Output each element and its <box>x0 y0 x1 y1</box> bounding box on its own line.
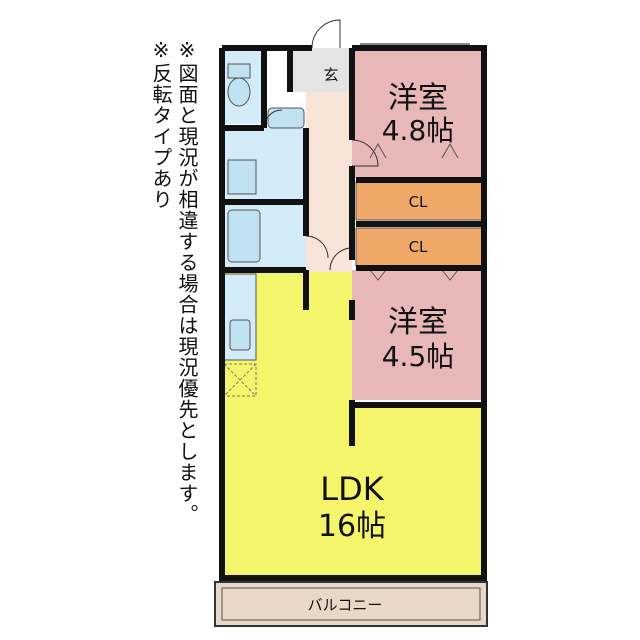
bedroom1-door-swing <box>351 139 379 167</box>
bedroom1-room <box>352 48 484 178</box>
kitchen-sink-icon <box>229 319 251 351</box>
entrance-label: 玄 <box>323 66 338 84</box>
reversed-type-note: ※反転タイプあり <box>149 38 173 210</box>
closet1-door-marks <box>369 142 459 159</box>
closet2-label: CL <box>409 238 428 256</box>
bath-door-swing <box>305 235 329 259</box>
ldk-door-swing <box>329 247 353 271</box>
fridge-diagonal-2 <box>223 363 257 397</box>
toilet-tank-icon <box>227 63 251 79</box>
washing-machine-icon <box>267 107 305 129</box>
toilet-bowl-icon <box>227 77 251 107</box>
bedroom2-type-label: 洋室 <box>388 305 448 340</box>
washbasin-icon <box>227 159 257 195</box>
closet1 <box>355 181 485 221</box>
balcony-label: バルコニー <box>308 596 383 614</box>
window-marks <box>232 43 470 579</box>
bedroom2-size-label: 4.5帖 <box>382 340 455 373</box>
bedroom1-type-label: 洋室 <box>388 81 448 116</box>
balcony-inner-line <box>221 587 481 621</box>
closet2 <box>355 227 485 267</box>
bedroom2-room <box>352 270 484 400</box>
ldk-size-label: 16帖 <box>318 509 386 544</box>
entrance-door-swing <box>311 19 341 49</box>
ldk-type-label: LDK <box>320 470 384 508</box>
closet1-label: CL <box>409 193 428 211</box>
floorplan-disclaimer-note: ※図面と現況が相違する場合は現況優先とします。 <box>175 38 199 525</box>
closet2-door-marks <box>369 269 459 281</box>
bedroom1-size-label: 4.8帖 <box>382 114 455 147</box>
bathtub-icon <box>227 209 261 263</box>
walls <box>219 45 487 581</box>
entrance-genkan <box>290 48 352 92</box>
corridor <box>306 92 352 272</box>
balcony <box>214 581 488 627</box>
